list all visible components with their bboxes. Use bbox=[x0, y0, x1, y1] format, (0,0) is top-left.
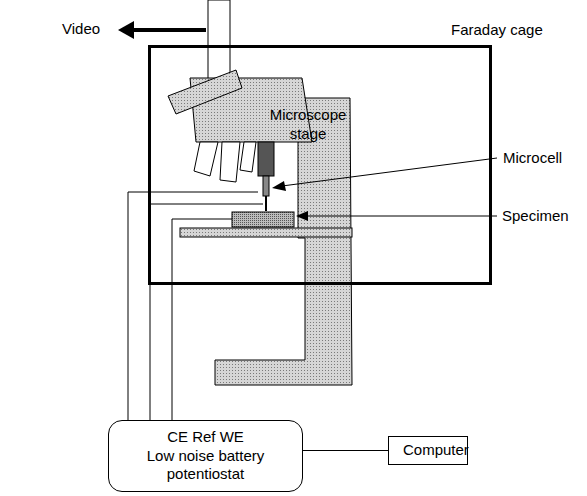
label-holder: Microcell bbox=[503, 149, 583, 168]
microcell-capillary bbox=[263, 176, 269, 196]
objective-lens bbox=[220, 142, 240, 182]
leader-arrowhead bbox=[272, 181, 286, 191]
part-label: Microscope stage bbox=[262, 106, 354, 144]
cage-label: Faraday cage bbox=[451, 21, 543, 40]
connector-line bbox=[303, 450, 388, 451]
instrument-box: CE Ref WELow noise battery potentiostat bbox=[108, 420, 303, 492]
objective-lens bbox=[240, 142, 256, 172]
ref-wire bbox=[150, 204, 263, 420]
label-holder: Video bbox=[62, 20, 122, 39]
cage-label-holder: Faraday cage bbox=[451, 21, 543, 40]
microcell-tip bbox=[265, 196, 267, 211]
video-arrow bbox=[130, 28, 206, 32]
faraday-cage: Faraday cage bbox=[148, 45, 492, 285]
microcell-holder bbox=[258, 142, 274, 176]
label-holder: Specimen bbox=[502, 207, 582, 226]
camera-tube bbox=[208, 0, 230, 80]
label-holder: Microscope stage bbox=[262, 106, 354, 144]
part-label: Specimen bbox=[502, 207, 582, 226]
stage-plate bbox=[180, 228, 352, 237]
leader-line bbox=[282, 158, 497, 186]
box-label: Low noise battery potentiostat bbox=[123, 447, 288, 485]
eyepiece bbox=[168, 70, 242, 114]
we-wire bbox=[172, 219, 232, 420]
connector bbox=[303, 450, 388, 451]
leader-arrowhead bbox=[296, 211, 308, 221]
part-label: Microcell bbox=[503, 149, 583, 168]
terminal-labels: CE Ref WE bbox=[167, 428, 244, 447]
objective-lens bbox=[194, 142, 218, 176]
leader-line bbox=[306, 216, 497, 217]
instrument-box: Computer bbox=[388, 436, 468, 465]
part-label: Video bbox=[62, 20, 122, 39]
specimen-block bbox=[232, 212, 294, 227]
video-arrowhead bbox=[118, 21, 134, 39]
box-label: Computer bbox=[403, 441, 453, 460]
